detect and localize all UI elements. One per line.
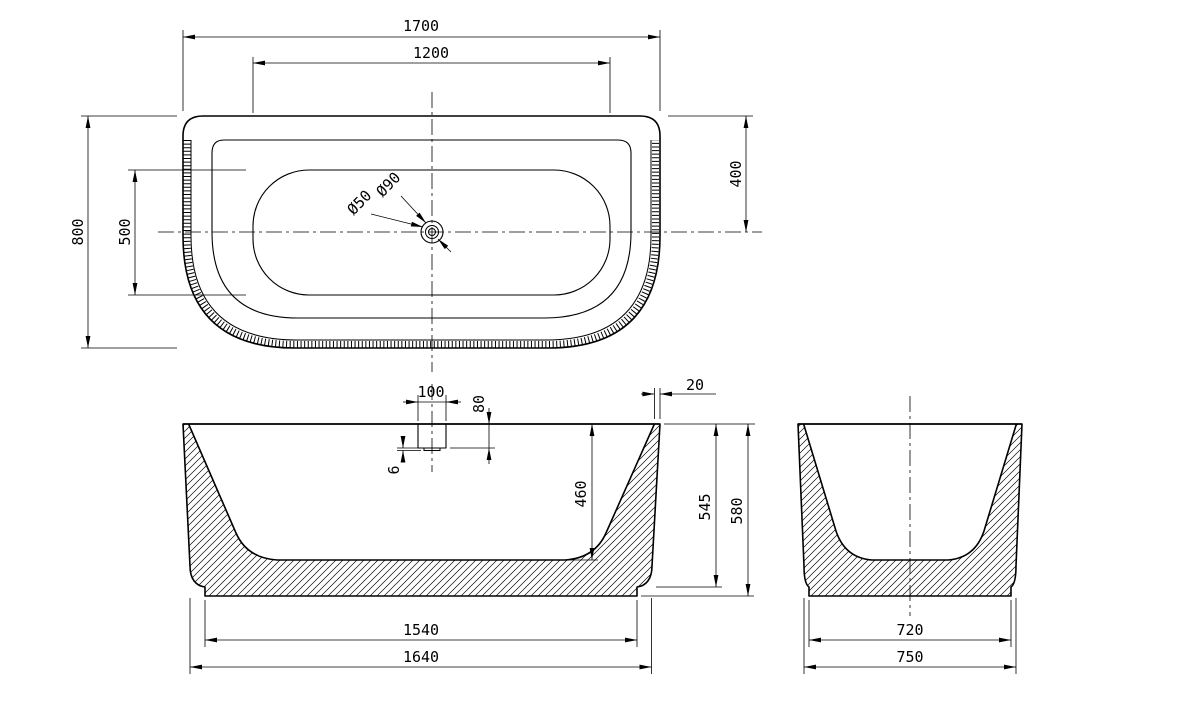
- dim-front-recess-step-label: 6: [385, 465, 403, 474]
- dim-front-recess-depth-label: 80: [470, 395, 488, 413]
- dim-front-rim-wall-label: 20: [686, 376, 704, 394]
- dim-front-bottom-length: 1640: [189, 598, 652, 674]
- dim-plan-inner-width: 500: [116, 169, 246, 296]
- drain-inner-leader-line: [370, 213, 424, 228]
- dim-side-bottom-width-label: 750: [896, 648, 923, 666]
- dim-plan-edge-to-center-label: 400: [727, 160, 745, 187]
- dim-front-recess-step: 6: [385, 436, 421, 475]
- dim-front-recess-depth: 80: [450, 395, 495, 464]
- side-shell-section: [797, 423, 1023, 597]
- drain-circle-inner: [428, 228, 436, 236]
- drain: Ø90 Ø50: [344, 169, 452, 253]
- dim-plan-inner-width-label: 500: [116, 218, 134, 245]
- drain-outer-leader-line: [400, 195, 427, 224]
- plan-view: Ø90 Ø50 1700 1200 800 500: [69, 17, 762, 372]
- drain-inner-dia-label: Ø50: [344, 187, 376, 219]
- drain-opposite-arrow: [437, 238, 452, 253]
- tub-basin-outline: [252, 169, 611, 296]
- dim-extension-lines: [252, 57, 611, 113]
- dim-front-base-length-label: 1540: [403, 621, 439, 639]
- dim-front-overall-height-label: 580: [728, 497, 746, 524]
- dim-extension-lines: [803, 598, 1017, 674]
- drain-outer-dia-label: Ø90: [373, 169, 405, 201]
- dim-front-rim-wall: 20: [641, 376, 716, 419]
- dim-front-basin-depth: 460: [568, 424, 598, 561]
- dim-front-base-length: 1540: [204, 600, 638, 647]
- dim-extension-lines: [189, 598, 652, 674]
- tub-rim-inner-outline: [211, 139, 632, 319]
- dim-front-height-to-ledge: 545: [656, 423, 755, 588]
- dim-plan-overall-width-label: 800: [69, 218, 87, 245]
- dim-extension-lines: [81, 115, 177, 349]
- front-view: 100 80 6 460 545: [182, 376, 755, 674]
- dim-front-basin-depth-label: 460: [572, 480, 590, 507]
- dim-front-recess-width: 100: [403, 383, 461, 421]
- dim-plan-overall-width: 800: [69, 115, 177, 349]
- dim-plan-overall-length: 1700: [182, 17, 661, 111]
- dim-extension-lines: [654, 388, 661, 419]
- dim-side-base-width: 720: [808, 600, 1012, 647]
- dim-front-height-to-ledge-label: 545: [696, 493, 714, 520]
- drain-recess-outline: [417, 424, 447, 449]
- tub-outer-outline: [182, 115, 661, 349]
- dim-front-bottom-length-label: 1640: [403, 648, 439, 666]
- drain-recess-step: [423, 448, 441, 451]
- dim-plan-overall-length-label: 1700: [403, 17, 439, 35]
- tub-fluted-band-inner-edge: [190, 140, 652, 341]
- drain-circle-outer: [420, 220, 444, 244]
- dim-extension-lines: [182, 30, 661, 111]
- dim-side-bottom-width: 750: [803, 598, 1017, 674]
- dim-front-overall-height: 580: [641, 424, 754, 597]
- dim-extension-lines: [128, 169, 246, 296]
- dim-extension-lines: [397, 447, 421, 451]
- dim-plan-edge-to-center: 400: [668, 115, 753, 232]
- dim-plan-inner-length-label: 1200: [413, 44, 449, 62]
- dim-extension-lines: [656, 423, 755, 588]
- front-shell-section: [182, 423, 661, 597]
- side-view: 720 750: [797, 396, 1023, 674]
- dim-extension-lines: [417, 395, 447, 421]
- front-drain-recess: [417, 424, 447, 451]
- drain-circle-mid: [425, 225, 439, 239]
- dim-plan-inner-length: 1200: [252, 44, 611, 113]
- dim-front-recess-width-label: 100: [417, 383, 444, 401]
- dim-side-base-width-label: 720: [896, 621, 923, 639]
- tub-fluted-texture-band: [183, 140, 659, 348]
